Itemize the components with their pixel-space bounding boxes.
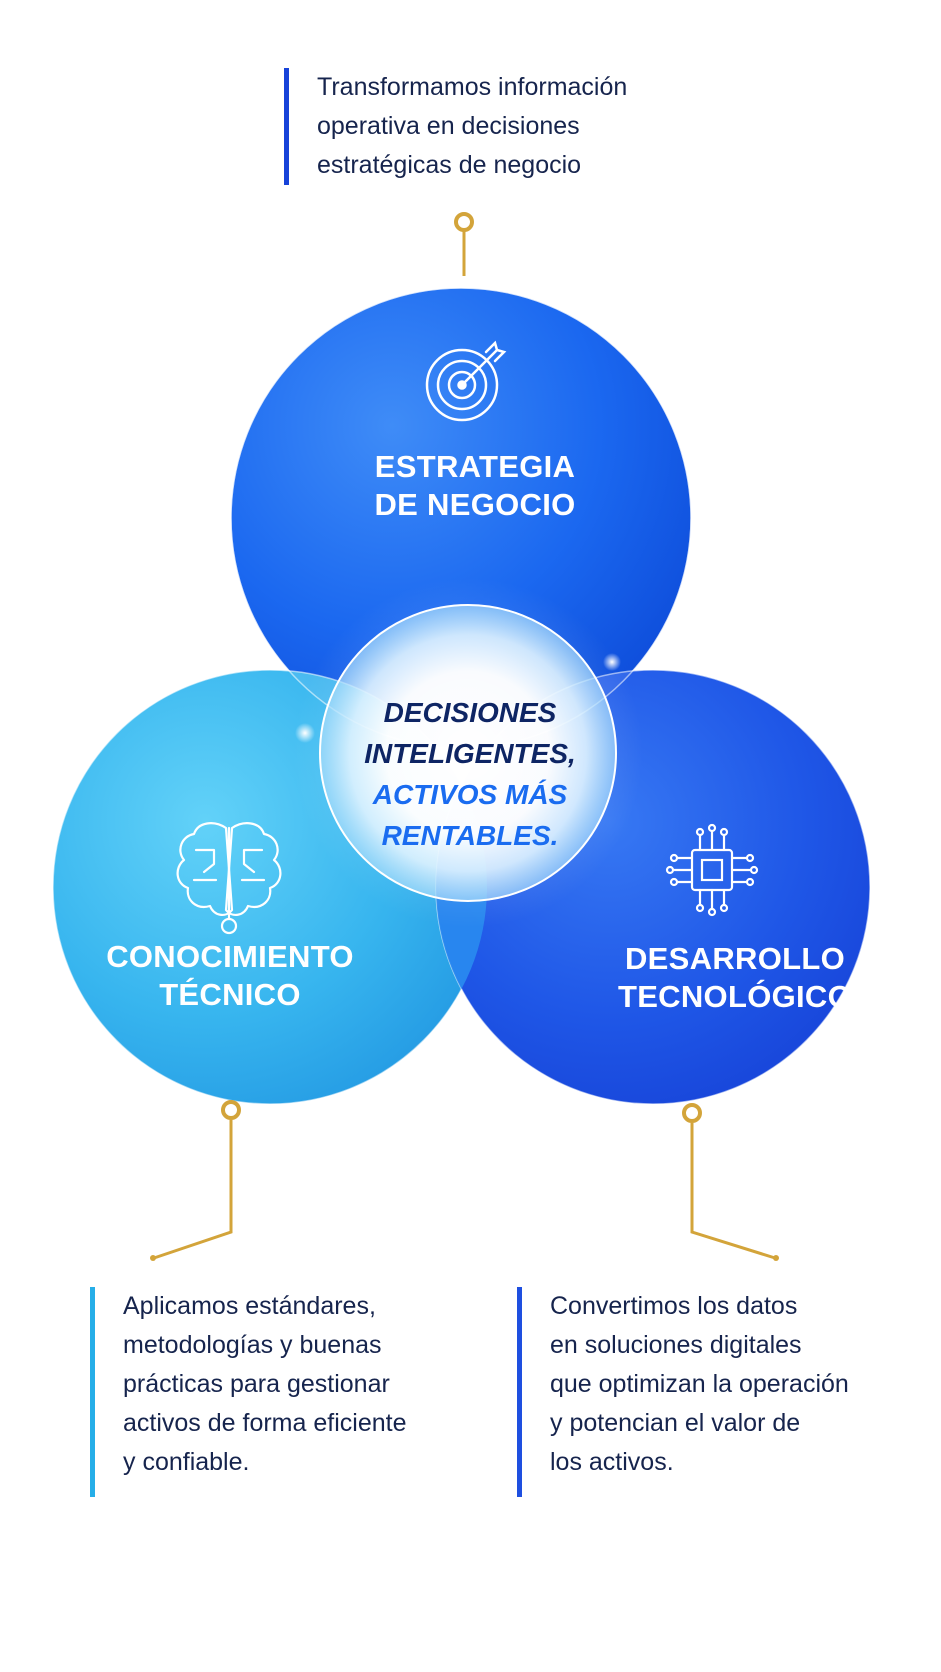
description-left: Aplicamos estándares, metodologías y bue… (90, 1287, 483, 1497)
center-line-dark: INTELIGENTES, (364, 738, 576, 769)
target-icon (425, 340, 507, 422)
description-left-line: prácticas para gestionar (123, 1370, 390, 1398)
description-right-line: los activos. (550, 1448, 674, 1476)
description-right-line: y potencian el valor de (550, 1409, 801, 1437)
label-desarrollo: DESARROLLO TECNOLÓGICO (570, 940, 900, 1016)
label-estrategia: ESTRATEGIA DE NEGOCIO (330, 448, 620, 524)
center-line-blue: ACTIVOS MÁS (372, 779, 568, 810)
description-right-line: que optimizan la operación (550, 1370, 849, 1398)
description-left-line: activos de forma eficiente (123, 1409, 407, 1437)
description-right-line: en soluciones digitales (550, 1331, 802, 1359)
connector-right (682, 1103, 779, 1261)
description-top-line: Transformamos información (317, 73, 628, 101)
sparkle-left (295, 723, 315, 743)
label-conocimiento-line: TÉCNICO (159, 977, 301, 1012)
label-estrategia-line: DE NEGOCIO (374, 487, 576, 522)
sparkle-top-right (603, 653, 621, 671)
center-line-blue: RENTABLES. (381, 820, 559, 851)
label-desarrollo-line: DESARROLLO (625, 941, 845, 976)
brain-icon (176, 822, 282, 935)
label-estrategia-line: ESTRATEGIA (374, 449, 576, 484)
description-left-line: metodologías y buenas (123, 1331, 382, 1359)
description-top: Transformamos información operativa en d… (284, 68, 737, 185)
connector-left (150, 1100, 241, 1261)
description-top-line: estratégicas de negocio (317, 151, 582, 179)
center-message: DECISIONES INTELIGENTES, ACTIVOS MÁS REN… (330, 692, 610, 856)
description-left-line: y confiable. (123, 1448, 250, 1476)
label-conocimiento: CONOCIMIENTO TÉCNICO (70, 938, 390, 1014)
description-top-line: operativa en decisiones (317, 112, 580, 140)
description-right: Convertimos los datos en soluciones digi… (517, 1287, 930, 1497)
description-left-line: Aplicamos estándares, (123, 1292, 376, 1320)
connector-top (454, 212, 474, 276)
center-line-dark: DECISIONES (383, 697, 557, 728)
center-circle (319, 604, 617, 902)
label-conocimiento-line: CONOCIMIENTO (106, 939, 354, 974)
label-desarrollo-line: TECNOLÓGICO (617, 979, 853, 1014)
description-right-line: Convertimos los datos (550, 1292, 798, 1320)
chip-icon (665, 823, 759, 917)
